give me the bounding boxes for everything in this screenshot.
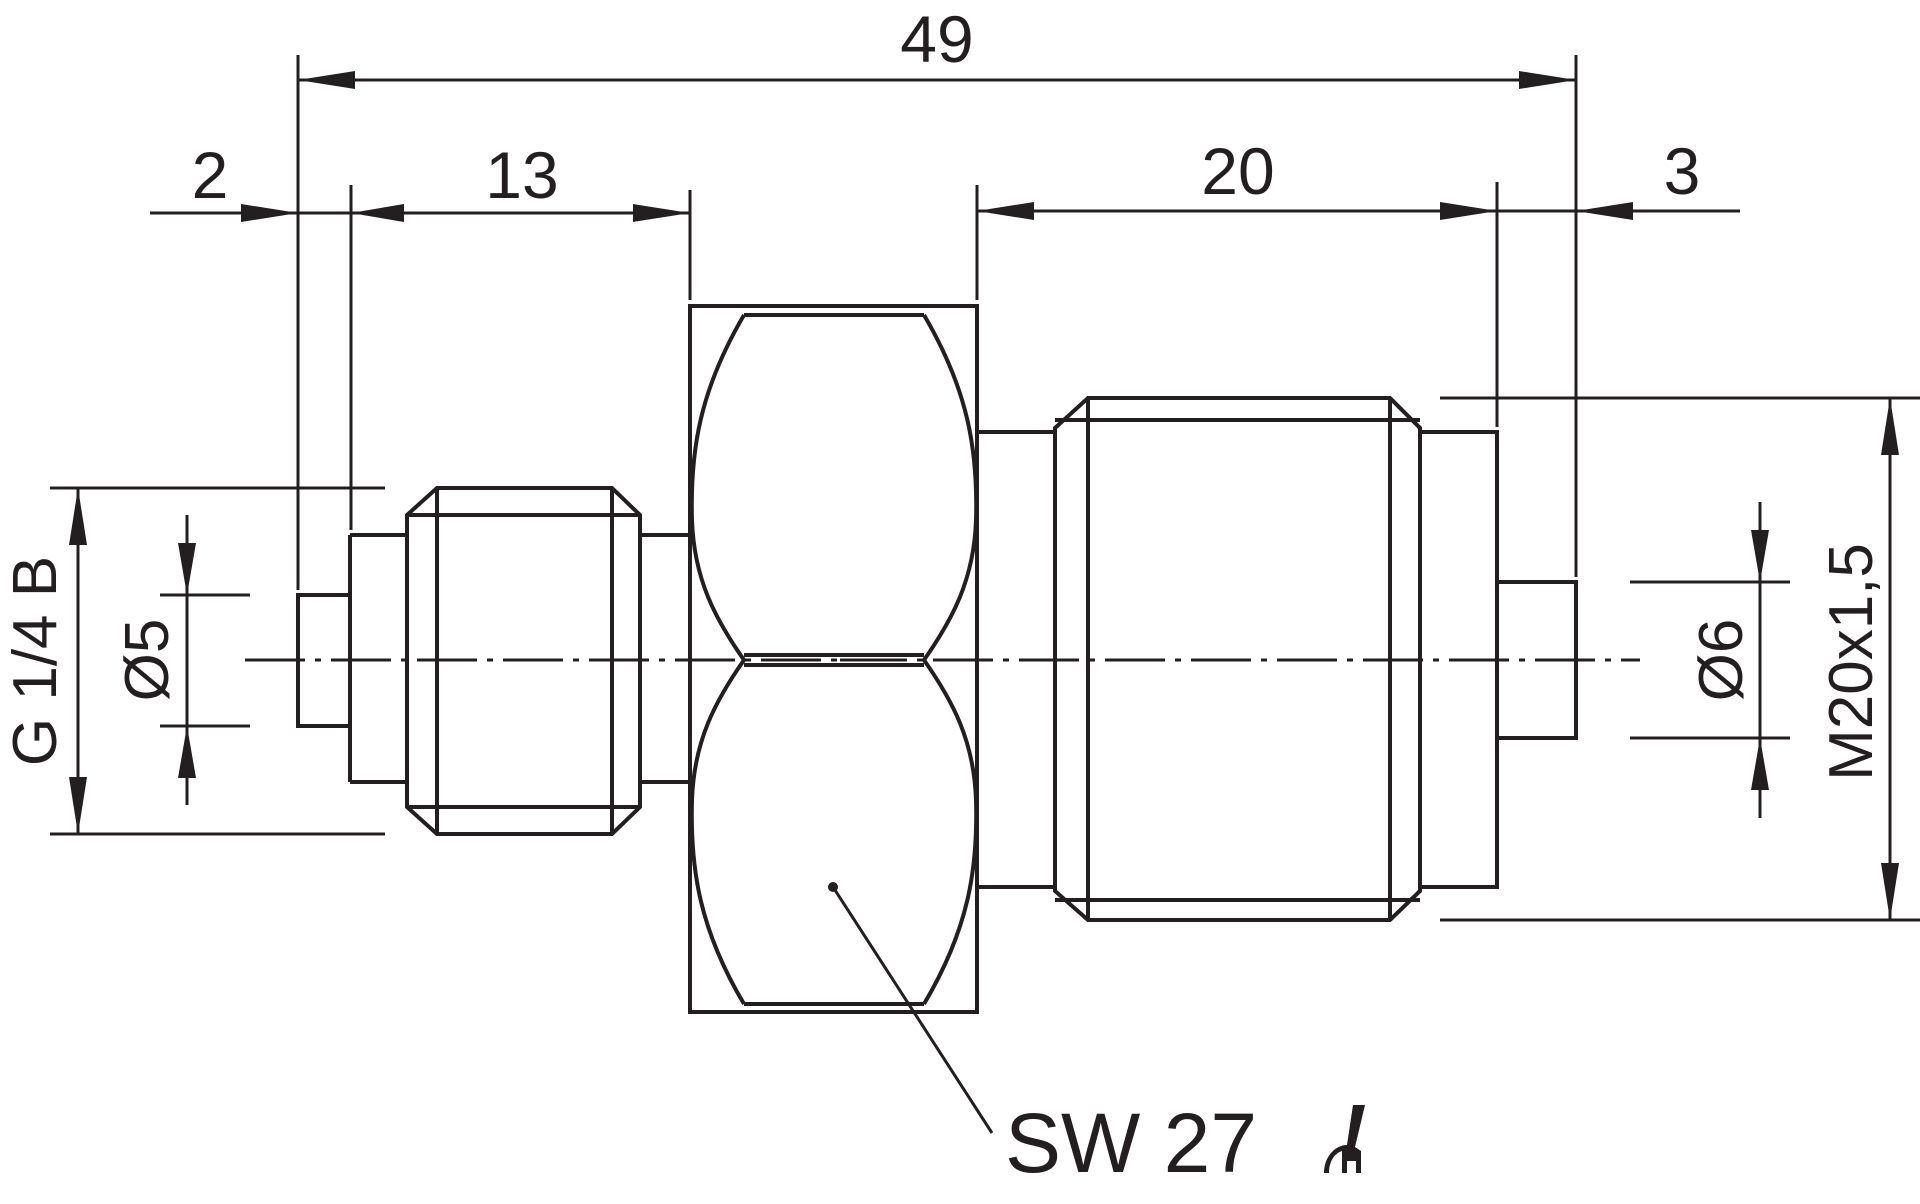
wrench-size-callout: SW 27 xyxy=(828,882,1365,1190)
hex-body xyxy=(688,304,979,1014)
dimension-d6: Ø6 xyxy=(1687,502,1769,818)
dimension-d6-label: Ø6 xyxy=(1687,619,1756,702)
dimension-d5: Ø5 xyxy=(113,515,196,805)
dimension-3-label: 3 xyxy=(1664,134,1701,208)
dimension-m20-label: M20x1,5 xyxy=(1817,543,1886,781)
wrench-size-label: SW 27 xyxy=(1005,1096,1257,1190)
dimension-2: 2 xyxy=(150,138,690,222)
dimension-49-label: 49 xyxy=(900,2,973,76)
extension-lines xyxy=(50,55,1920,922)
dimension-d5-label: Ø5 xyxy=(113,619,182,702)
left-tip xyxy=(296,533,407,784)
dimension-m20: M20x1,5 xyxy=(1817,398,1899,920)
dimension-20-label: 20 xyxy=(1201,134,1274,208)
dimension-13: 13 xyxy=(485,138,690,222)
dimension-13-label: 13 xyxy=(485,138,558,212)
right-thread-body xyxy=(1053,396,1422,922)
dimension-49: 49 xyxy=(298,2,1576,89)
wrench-icon xyxy=(1324,1105,1365,1173)
dimension-g14b: G 1/4 B xyxy=(1,488,87,834)
left-thread-body xyxy=(405,486,690,836)
dimension-3: 3 xyxy=(1576,134,1700,220)
dimension-g14b-label: G 1/4 B xyxy=(1,556,70,766)
right-collar xyxy=(1420,430,1578,889)
dimension-2-label: 2 xyxy=(192,138,229,212)
